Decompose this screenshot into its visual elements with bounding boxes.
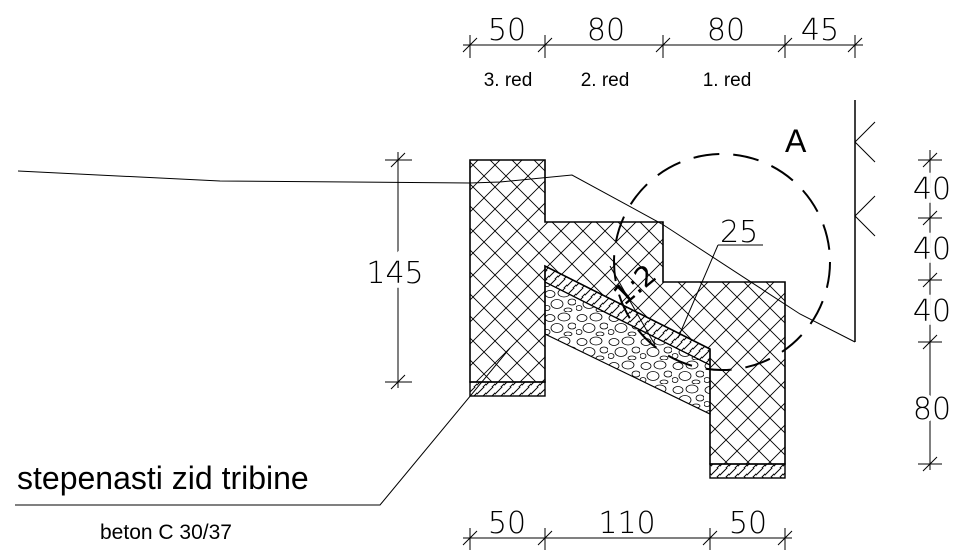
row-label-2: 2. red [581,70,630,91]
row-label-1: 1. red [703,70,752,91]
detail-circle [613,153,831,371]
callout-leader [15,347,511,506]
row-label-3: 3. red [484,70,533,91]
top-dim-4: 45 [801,13,839,48]
height-dim: 145 [366,256,423,291]
footing-left [469,381,546,397]
wall-title: stepenasti zid tribine [17,460,309,496]
thickness-dim: 25 [720,215,758,250]
bottom-dim-3: 50 [729,506,767,541]
wall-subtitle: beton C 30/37 [100,521,232,544]
top-dim-1: 50 [488,13,526,48]
footing-right [709,463,786,479]
right-dim-4: 80 [913,392,951,427]
detail-label: A [785,123,807,159]
top-dim-2: 80 [587,13,625,48]
right-dim-2: 40 [913,232,951,267]
top-dim-3: 80 [707,13,745,48]
right-dim-1: 40 [913,172,951,207]
right-dim-3: 40 [913,294,951,329]
bottom-dim-2: 110 [598,506,655,541]
bottom-dim-1: 50 [488,506,526,541]
